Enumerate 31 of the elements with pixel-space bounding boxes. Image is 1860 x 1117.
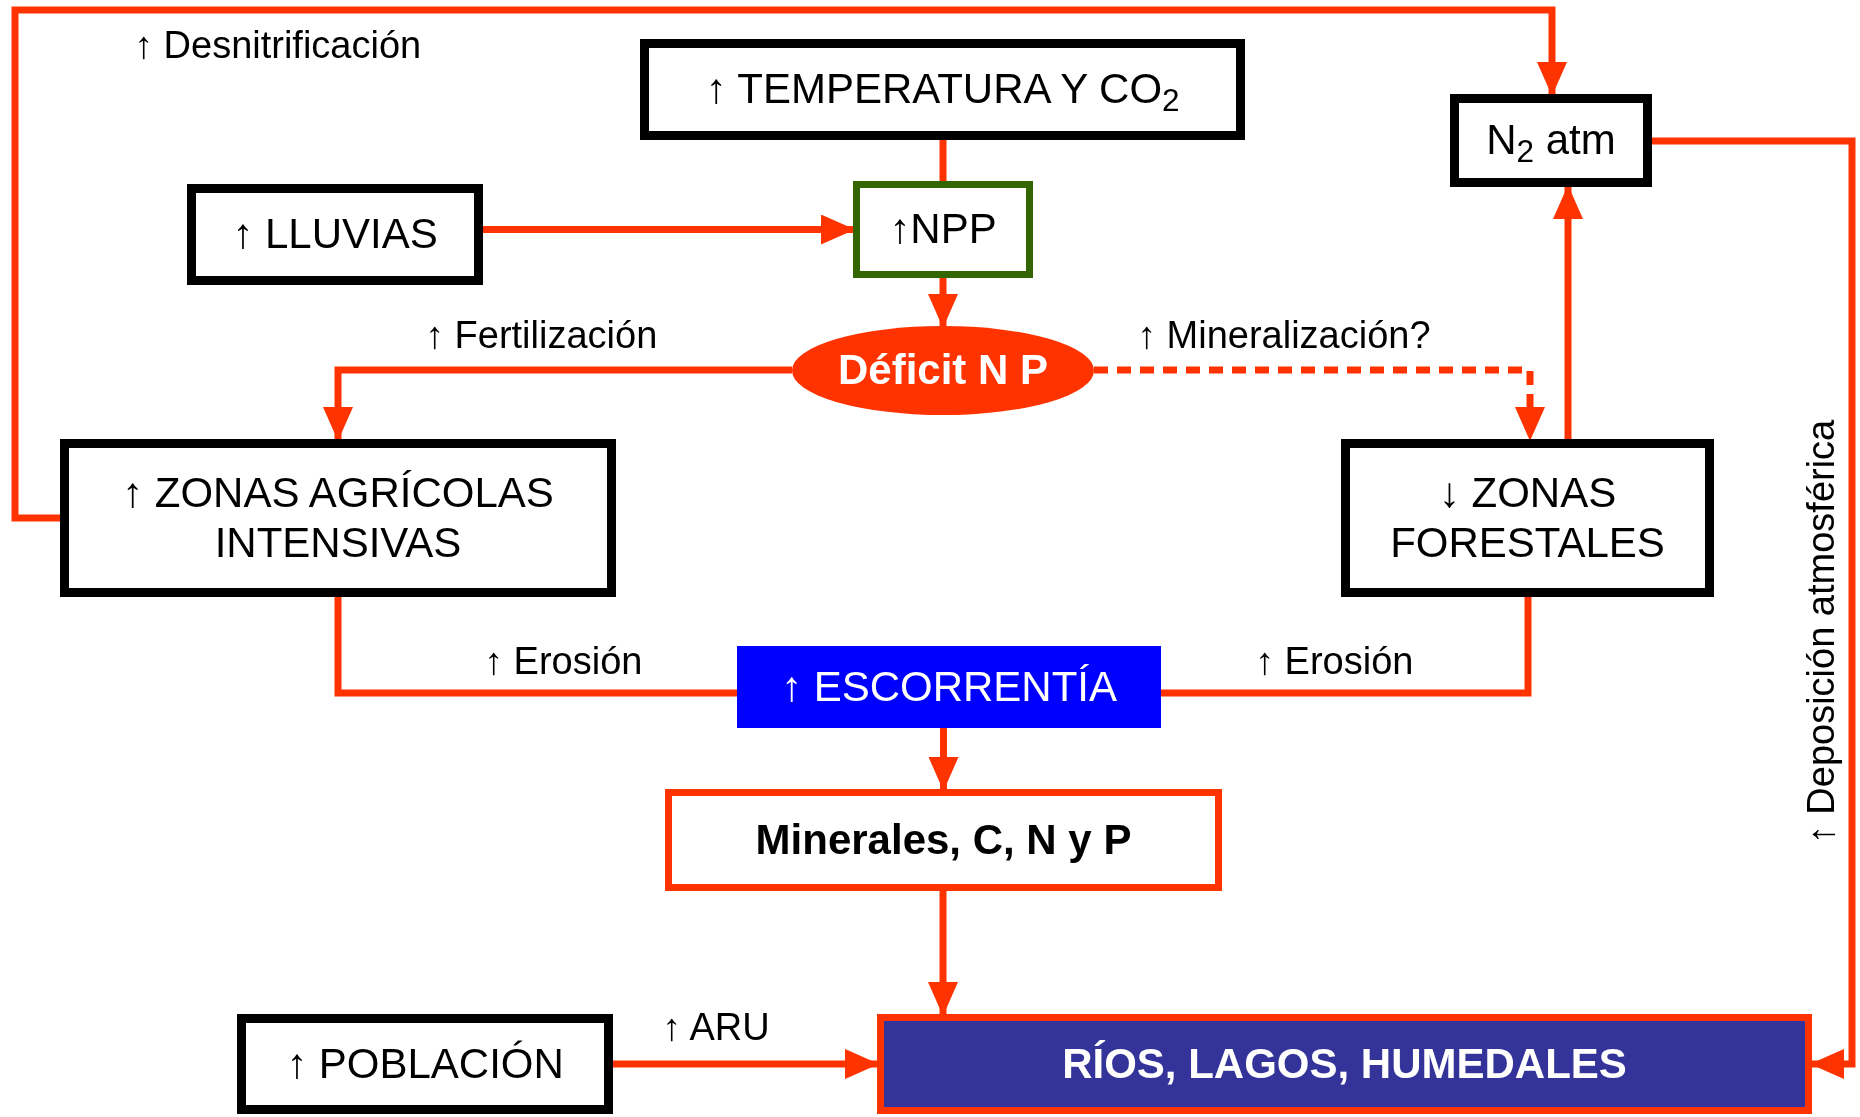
process-box bbox=[60, 439, 616, 597]
arrow bbox=[613, 1049, 879, 1079]
node-label: ↑ POBLACIÓN bbox=[286, 1038, 564, 1089]
process-box bbox=[877, 1014, 1812, 1114]
node-label: ↑ TEMPERATURA Y CO$_{2}$ bbox=[705, 64, 1180, 115]
arrow bbox=[323, 366, 792, 441]
arrow bbox=[483, 214, 855, 245]
node-label: ↑ LLUVIAS bbox=[232, 209, 438, 260]
arrow bbox=[928, 891, 958, 1016]
node-label: N$_{2}$ atm bbox=[1486, 115, 1616, 166]
process-box bbox=[853, 181, 1033, 278]
node-label: Déficit N P bbox=[837, 345, 1048, 396]
node-label: ↑ ZONAS AGRÍCOLAS INTENSIVAS bbox=[121, 467, 555, 568]
arrow bbox=[1652, 137, 1856, 1079]
process-box bbox=[1450, 94, 1652, 187]
node-label: RÍOS, LAGOS, HUMEDALES bbox=[1062, 1038, 1627, 1089]
node-label: Minerales, C, N y P bbox=[755, 814, 1132, 865]
process-box bbox=[1341, 439, 1714, 597]
arrow bbox=[1094, 366, 1545, 441]
process-box bbox=[237, 1014, 613, 1114]
process-box bbox=[665, 789, 1222, 891]
arrow bbox=[11, 6, 1567, 522]
process-box bbox=[187, 184, 483, 285]
arrow bbox=[1553, 185, 1583, 439]
node-label: ↑ ESCORRENTÍA bbox=[780, 661, 1117, 712]
process-box bbox=[737, 646, 1161, 728]
node-label: ↑NPP bbox=[889, 204, 997, 255]
arrow bbox=[928, 728, 959, 791]
node-label: ↓ ZONAS FORESTALES bbox=[1389, 467, 1666, 568]
process-box bbox=[640, 39, 1245, 140]
arrow bbox=[928, 278, 958, 328]
